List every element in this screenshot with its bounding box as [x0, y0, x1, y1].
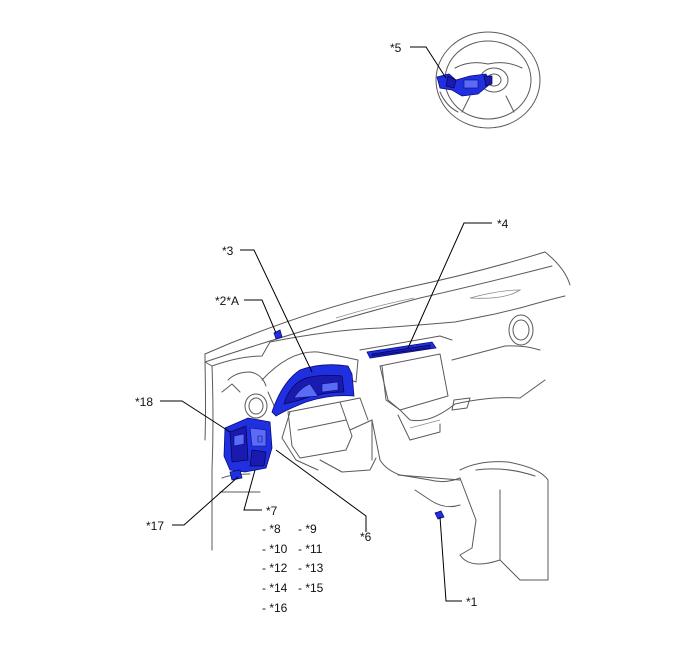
callout-3: *3 — [222, 244, 234, 258]
leader-lines — [160, 46, 492, 602]
relay-part-17 — [229, 469, 243, 481]
instrument-panel-junction-block-part — [223, 417, 273, 473]
sublist-item-14: - *14 — [262, 581, 288, 595]
callout-18: *18 — [135, 395, 153, 409]
dashboard-drawing — [204, 251, 571, 581]
callout-2a: *2*A — [215, 294, 239, 308]
sublist-item-10: - *10 — [262, 542, 288, 556]
sublist-item-15: - *15 — [298, 581, 324, 595]
center-display-part — [366, 341, 437, 359]
sensor-part-1 — [434, 510, 445, 520]
sublist-item-8: - *8 — [262, 522, 281, 536]
steering-wheel-drawing — [435, 31, 541, 129]
sublist-item-11: - *11 — [298, 542, 323, 556]
callout-1: *1 — [466, 595, 478, 609]
sublist-item-9: - *9 — [298, 522, 317, 536]
steering-column-switch-part — [436, 73, 493, 97]
callout-4: *4 — [497, 217, 509, 231]
callout-7: *7 — [266, 504, 278, 518]
sublist-item-16: - *16 — [262, 601, 288, 615]
callout-6: *6 — [360, 530, 372, 544]
callout-5: *5 — [390, 41, 402, 55]
sublist-item-12: - *12 — [262, 561, 288, 575]
sublist-item-13: - *13 — [298, 561, 324, 575]
combination-meter-part — [271, 364, 355, 417]
callout-17: *17 — [146, 519, 164, 533]
